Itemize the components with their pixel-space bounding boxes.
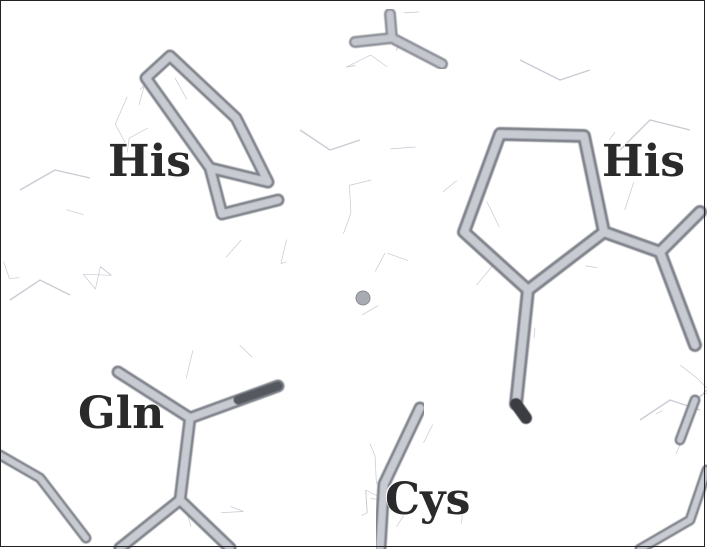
mesh-segment [66, 209, 84, 216]
mesh-segment [174, 77, 188, 100]
top-fragment-sticks [349, 8, 448, 70]
mesh-segment [280, 261, 287, 264]
mesh-segment [129, 127, 148, 139]
label-gln: Gln [78, 388, 165, 439]
mesh-segment [369, 443, 376, 457]
mesh-segment [361, 305, 379, 316]
mesh-segment [280, 239, 287, 264]
mesh-segment [403, 11, 420, 14]
mesh-segment [697, 389, 707, 399]
mesh-segment [239, 344, 253, 358]
mesh-segment [82, 273, 96, 290]
label-his-right: His [602, 136, 686, 187]
mesh-segment [114, 96, 128, 125]
mesh-segment [221, 511, 244, 513]
mesh-segment [390, 146, 416, 150]
mesh-segment [696, 377, 707, 389]
mesh-segment [126, 138, 130, 153]
mesh-segment [533, 327, 536, 339]
backbone-sticks [0, 394, 707, 549]
his-left-sticks [139, 49, 285, 221]
mesh-segment [83, 273, 112, 276]
mesh-segment [138, 85, 145, 105]
mesh-segment [346, 65, 356, 68]
mesh-segment [346, 54, 371, 68]
mesh-segment [114, 123, 126, 143]
mesh-segment [349, 179, 372, 186]
label-cys: Cys [385, 474, 471, 525]
mesh-segment [697, 392, 707, 399]
density-mesh [3, 11, 707, 528]
mesh-segment [608, 131, 616, 141]
mesh-segment [396, 511, 407, 528]
mesh-segment [486, 201, 500, 228]
mesh-segment [365, 489, 368, 513]
mesh-segment [230, 506, 244, 512]
mesh-segment [139, 85, 145, 90]
mesh-segment [461, 504, 464, 524]
mesh-segment [100, 266, 112, 276]
mesh-segment [438, 493, 466, 496]
his-right-sticks [457, 127, 707, 424]
mesh-segment [95, 266, 101, 290]
label-his-left: His [108, 136, 192, 187]
mesh-segment [655, 410, 663, 415]
metal-ion-sphere [355, 290, 371, 306]
mesh-segment [680, 364, 697, 379]
mesh-segment [374, 455, 377, 484]
mesh-segment [476, 263, 495, 286]
cys-sticks [373, 401, 427, 549]
mesh-segment [370, 54, 388, 68]
mesh-segment [374, 252, 386, 272]
mesh-segment [343, 212, 352, 234]
gln-sticks [111, 365, 285, 549]
mesh-segment [442, 180, 458, 193]
mesh-segment [387, 252, 409, 261]
mesh-segment [624, 181, 635, 211]
mesh-segment [185, 350, 194, 379]
mesh-segment [225, 239, 242, 258]
mesh-segment [349, 185, 352, 214]
mesh-segment [361, 512, 368, 516]
mesh-segment [9, 277, 20, 280]
mesh-segment [423, 424, 434, 443]
mesh-segment [585, 265, 598, 268]
mesh-segment [3, 261, 10, 279]
